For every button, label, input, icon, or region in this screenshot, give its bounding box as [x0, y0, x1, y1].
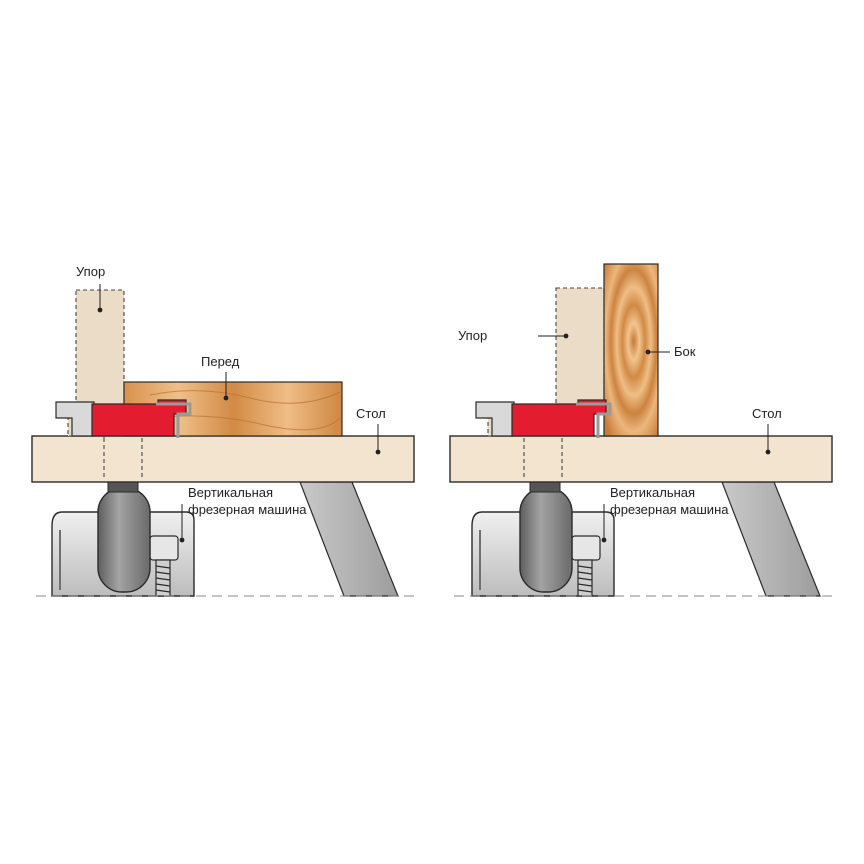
left-router-label-2: фрезерная машина	[188, 502, 307, 517]
right-cutter-edge	[576, 402, 612, 438]
right-table	[449, 435, 833, 483]
right-router-clamp	[571, 535, 601, 561]
left-fence-label: Упор	[76, 264, 105, 279]
right-fence-dot	[563, 333, 569, 339]
right-router-label-2: фрезерная машина	[610, 502, 729, 517]
left-router-label-1: Вертикальная	[188, 485, 273, 500]
right-leaders	[538, 335, 769, 540]
left-router-dot	[179, 537, 185, 543]
right-workpiece-label: Бок	[674, 344, 696, 359]
left-workpiece-dot	[223, 395, 229, 401]
right-table-dot	[765, 449, 771, 455]
left-table-dot	[375, 449, 381, 455]
left-workpiece-label: Перед	[201, 354, 240, 369]
left-fence-dot	[97, 307, 103, 313]
left-table	[31, 435, 415, 483]
right-workpiece-dot	[645, 349, 651, 355]
left-cutter-edge	[156, 402, 192, 438]
left-table-label: Стол	[356, 406, 386, 421]
right-workpiece	[603, 263, 659, 437]
right-fence-label: Упор	[458, 328, 487, 343]
left-panel: Упор Перед Стол Вертикальная фрезерная м…	[31, 264, 416, 597]
left-leaders	[99, 284, 379, 540]
left-threaded-rod	[155, 559, 171, 597]
right-router-label-1: Вертикальная	[610, 485, 695, 500]
right-panel: Упор Бок Стол Вертикальная фрезерная маш…	[449, 263, 834, 597]
left-router-motor	[97, 487, 151, 593]
right-router-dot	[601, 537, 607, 543]
right-threaded-rod	[577, 559, 593, 597]
left-table-leg	[299, 481, 399, 597]
left-router-clamp	[149, 535, 179, 561]
left-bit-shank	[55, 401, 95, 437]
right-router-motor	[519, 487, 573, 593]
right-table-leg	[721, 481, 821, 597]
right-table-label: Стол	[752, 406, 782, 421]
right-bit-shank	[475, 401, 515, 437]
